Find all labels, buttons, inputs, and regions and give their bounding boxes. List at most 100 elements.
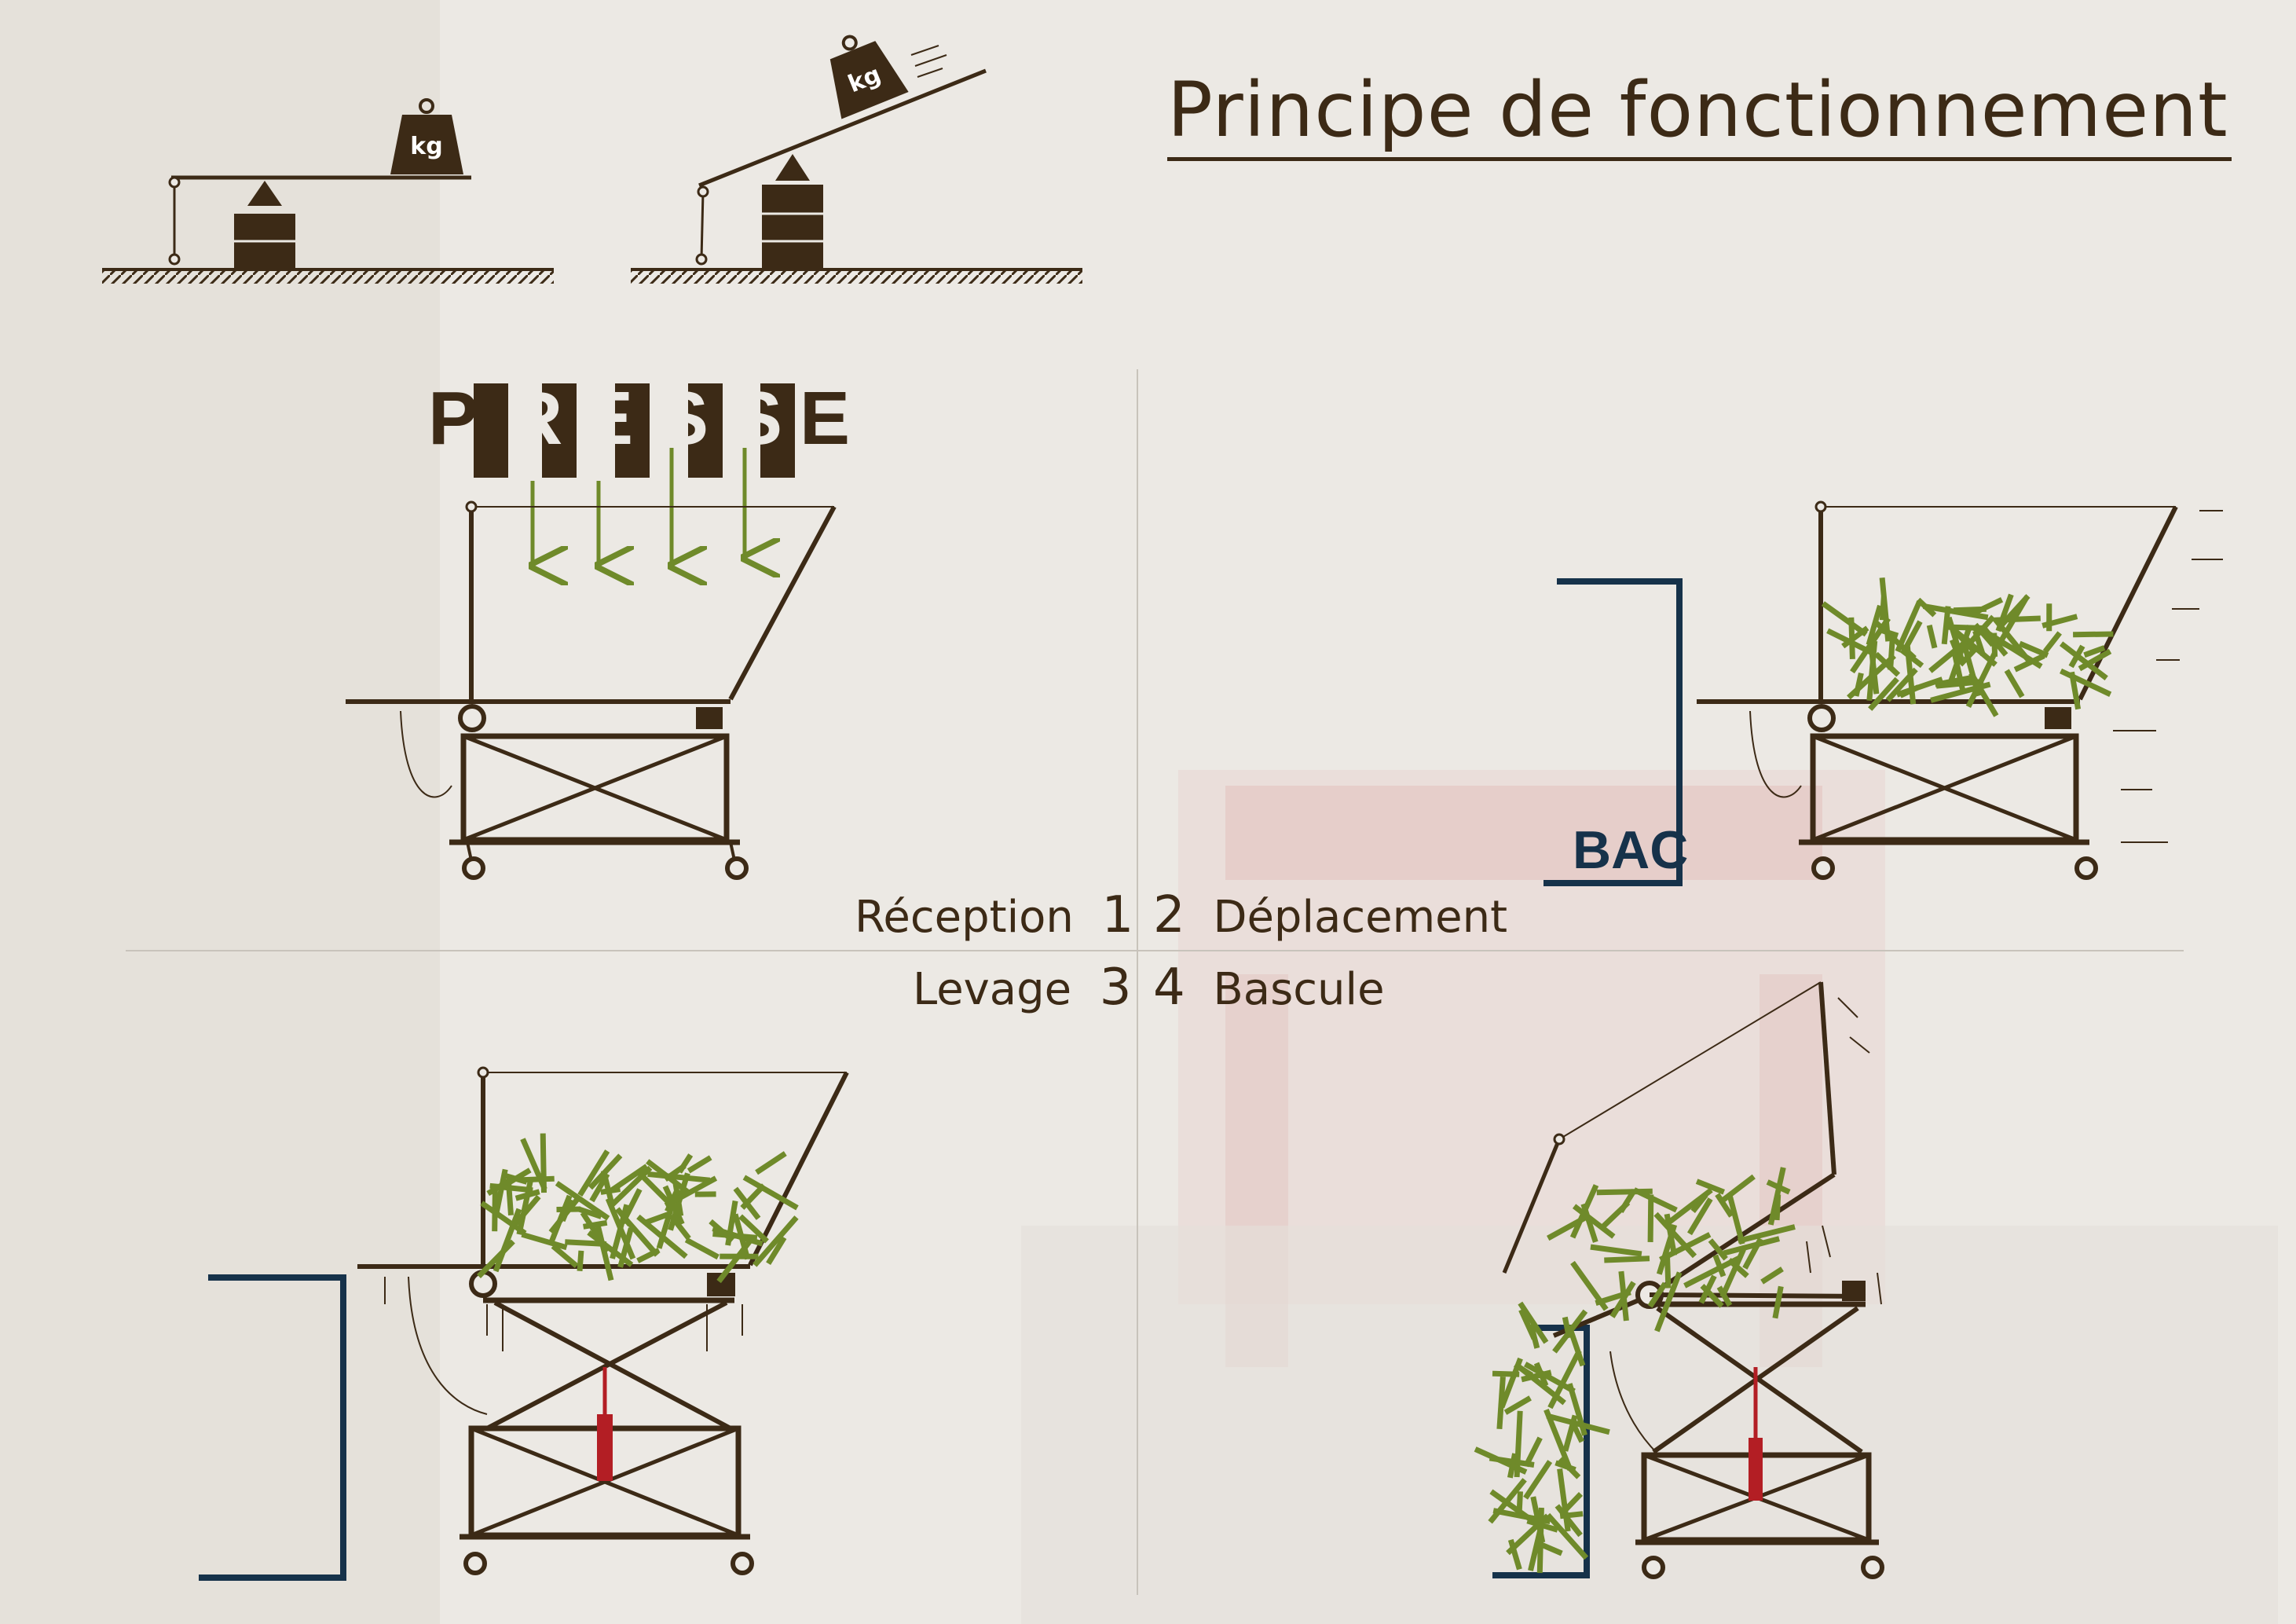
material-stick bbox=[1528, 1520, 1545, 1571]
material-stick bbox=[1879, 596, 1887, 621]
step-1-number: 1 bbox=[1101, 886, 1134, 944]
material-stick bbox=[1566, 1324, 1586, 1367]
material-stick bbox=[766, 1236, 787, 1266]
fulcrum bbox=[247, 181, 282, 206]
material-stick bbox=[2069, 671, 2082, 710]
material-stick bbox=[1545, 1512, 1589, 1560]
material-stick bbox=[677, 1153, 694, 1174]
material-stick bbox=[2041, 614, 2078, 629]
material-stick bbox=[1716, 1285, 1733, 1307]
ground-hatch bbox=[102, 269, 554, 284]
weight-icon: kg bbox=[390, 98, 463, 174]
material-stick bbox=[1543, 1409, 1573, 1471]
pedestal bbox=[762, 185, 823, 269]
cart-lifting bbox=[357, 1066, 849, 1575]
material-stick bbox=[1559, 1511, 1584, 1520]
step-3-name: Levage bbox=[913, 964, 1072, 1015]
material-stick bbox=[1868, 646, 1880, 695]
material-stick bbox=[1873, 651, 1901, 677]
material-stick bbox=[1653, 1212, 1697, 1259]
material-stick bbox=[1664, 1213, 1678, 1256]
presse-letter: R bbox=[508, 376, 562, 460]
material-stick bbox=[1967, 614, 1996, 646]
material-stick bbox=[643, 1212, 670, 1226]
material-stick bbox=[480, 1201, 527, 1236]
material-stick bbox=[1647, 1194, 1654, 1242]
step-3-number: 3 bbox=[1099, 959, 1132, 1017]
step-2-name: Déplacement bbox=[1213, 892, 1508, 943]
material-stick bbox=[1539, 1541, 1563, 1556]
material-stick bbox=[583, 1219, 608, 1230]
balance-tilted-diagram: kg bbox=[631, 35, 1082, 284]
fulcrum bbox=[775, 154, 810, 181]
material-stick bbox=[1715, 1193, 1734, 1218]
material-stick bbox=[1877, 626, 1899, 639]
bin-bac bbox=[199, 1274, 346, 1581]
presse-label: P R E S S E bbox=[428, 376, 850, 478]
material-stick bbox=[1926, 624, 1938, 649]
page-title: Principe de fonctionnement bbox=[1167, 68, 2232, 161]
material-stick bbox=[738, 1214, 769, 1244]
material-stick bbox=[1596, 1188, 1653, 1196]
motion-lines bbox=[384, 1277, 743, 1351]
material-stick bbox=[551, 1244, 579, 1268]
material-load bbox=[1474, 1167, 1796, 1574]
material-stick bbox=[1719, 1174, 1756, 1204]
weight-label: kg bbox=[410, 133, 442, 160]
material-stick bbox=[2042, 631, 2062, 654]
material-stick bbox=[516, 1179, 533, 1235]
material-stick bbox=[2018, 640, 2049, 658]
material-stick bbox=[1901, 620, 1923, 654]
presse-letter: S bbox=[658, 376, 709, 460]
material-stick bbox=[1723, 1236, 1780, 1256]
material-stick bbox=[2059, 641, 2108, 680]
material-stick bbox=[1523, 1460, 1553, 1500]
material-stick bbox=[733, 1186, 761, 1220]
material-stick bbox=[2004, 669, 2025, 698]
material-stick bbox=[1507, 1538, 1522, 1571]
lever-beam bbox=[698, 68, 987, 188]
material-stick bbox=[1609, 1281, 1636, 1318]
step-2-number: 2 bbox=[1153, 886, 1185, 944]
material-stick bbox=[716, 1235, 755, 1284]
material-stick bbox=[742, 1175, 799, 1211]
step-4-number: 4 bbox=[1153, 959, 1185, 1017]
material-stick bbox=[656, 1206, 675, 1249]
material-stick bbox=[1853, 672, 1864, 697]
material-stick bbox=[712, 1226, 764, 1247]
material-stick bbox=[503, 1172, 528, 1185]
presse-letter: E bbox=[800, 376, 850, 460]
material-stick bbox=[620, 1188, 643, 1224]
material-stick bbox=[1946, 625, 1973, 686]
material-stick bbox=[1866, 604, 1883, 646]
balance-level-diagram: kg bbox=[102, 98, 554, 284]
material-stick bbox=[1695, 1179, 1725, 1195]
material-stick bbox=[1727, 1193, 1745, 1245]
material-stick bbox=[1690, 1193, 1708, 1213]
material-stick bbox=[610, 1164, 649, 1193]
material-stick bbox=[577, 1250, 584, 1271]
ground-hatch bbox=[631, 269, 1082, 284]
material-stick bbox=[1562, 1414, 1578, 1452]
bac-label: BAC bbox=[1573, 820, 1688, 880]
material-stick bbox=[1580, 1203, 1598, 1243]
material-stick bbox=[624, 1217, 660, 1257]
material-stick bbox=[493, 1208, 522, 1273]
bin-bac bbox=[1543, 578, 1683, 886]
material-stick bbox=[1686, 1197, 1713, 1236]
material-stick bbox=[1895, 676, 1943, 698]
material-load bbox=[1821, 577, 2114, 717]
motion-lines bbox=[910, 45, 939, 56]
material-stick bbox=[1570, 1421, 1585, 1443]
material-stick bbox=[1848, 617, 1855, 660]
material-stick bbox=[555, 1181, 610, 1221]
material-stick bbox=[1992, 617, 2032, 664]
material-stick bbox=[1557, 1468, 1571, 1532]
material-stick bbox=[2083, 645, 2106, 658]
material-stick bbox=[1560, 1491, 1584, 1516]
material-stick bbox=[1841, 625, 1869, 649]
material-stick bbox=[2013, 653, 2045, 673]
step-4-label: 4 Bascule bbox=[1153, 959, 1385, 1017]
material-stick bbox=[1946, 623, 1998, 667]
hydraulic-jack bbox=[597, 1367, 613, 1481]
